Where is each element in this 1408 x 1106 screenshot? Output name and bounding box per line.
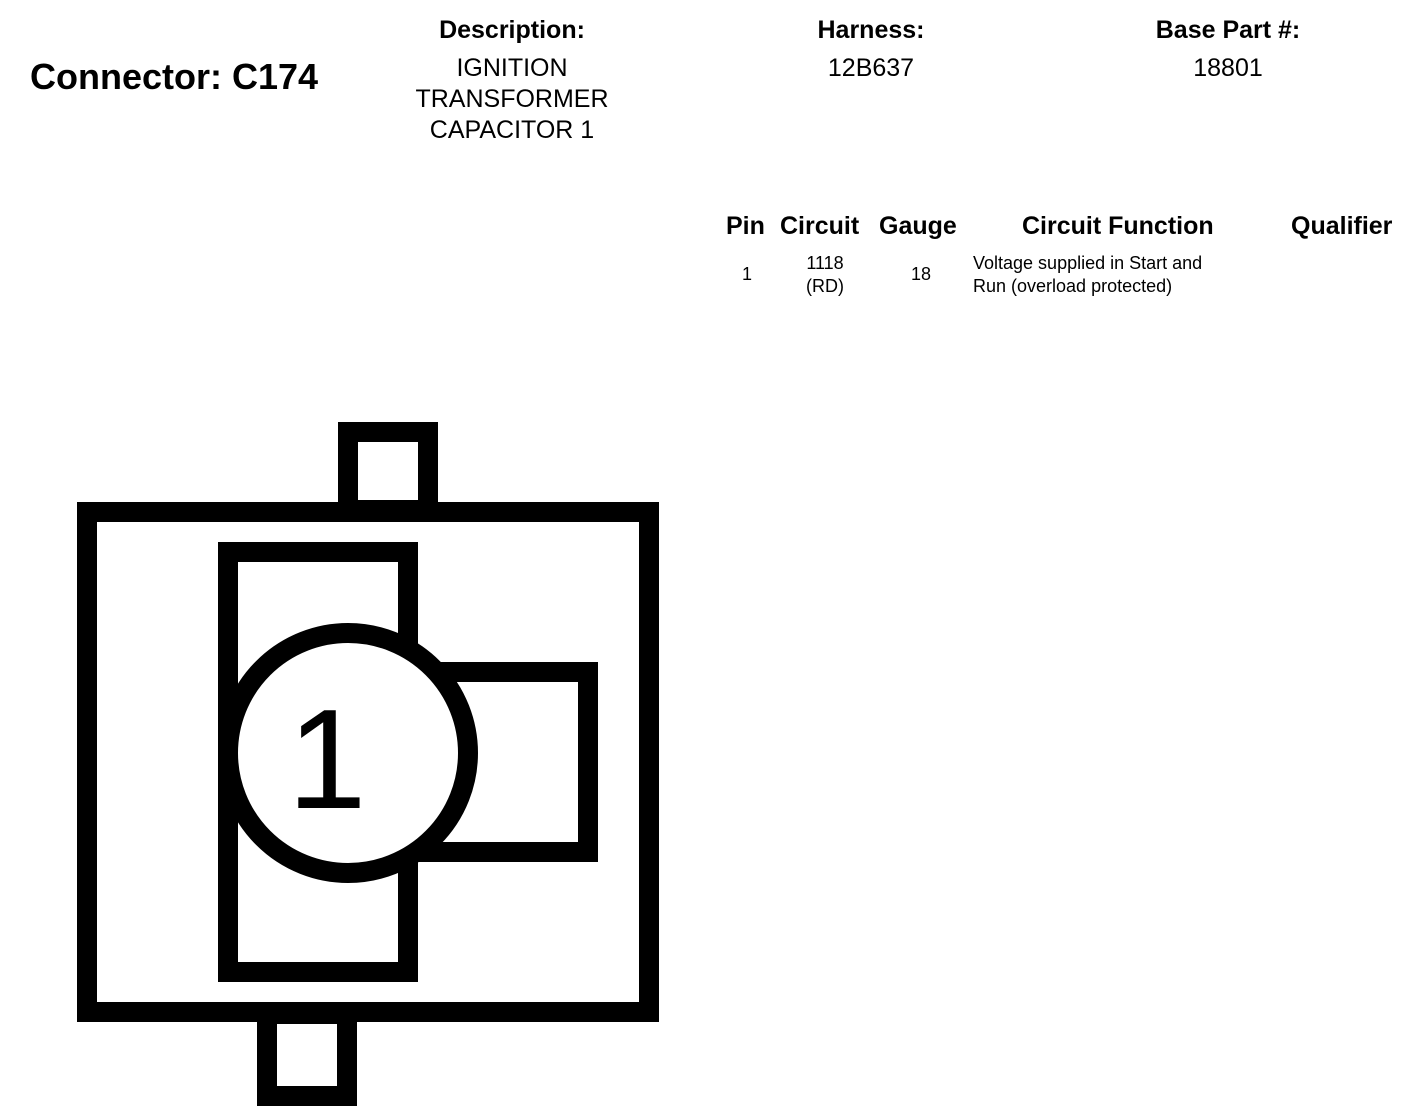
base-part-label: Base Part #: xyxy=(1155,16,1301,44)
top-latch-tab xyxy=(338,422,438,520)
description-line: CAPACITOR 1 xyxy=(429,116,595,144)
circuit-column-header: Circuit xyxy=(780,212,860,240)
base-part-value: 18801 xyxy=(1193,54,1263,82)
circuit-cell: 1118 (RD) xyxy=(790,252,860,298)
function-line: Run (overload protected) xyxy=(973,276,1173,296)
pin-number-label: 1 xyxy=(288,680,367,839)
connector-title: Connector: C174 xyxy=(30,56,319,97)
pin-column-header: Pin xyxy=(726,212,765,240)
harness-value: 12B637 xyxy=(827,54,915,82)
qualifier-column-header: Qualifier xyxy=(1291,212,1393,240)
description-line: TRANSFORMER xyxy=(415,85,609,113)
circuit-number: 1118 xyxy=(806,253,844,273)
description-column: Description: IGNITION TRANSFORMER CAPACI… xyxy=(362,15,662,146)
harness-label: Harness: xyxy=(817,16,925,44)
function-column-header: Circuit Function xyxy=(1022,212,1214,240)
function-line: Voltage supplied in Start and xyxy=(973,253,1203,273)
description-line: IGNITION xyxy=(456,54,568,82)
base-part-column: Base Part #: 18801 xyxy=(1128,15,1328,84)
bottom-latch-tab xyxy=(257,1004,357,1106)
function-cell: Voltage supplied in Start and Run (overl… xyxy=(973,252,1202,298)
connector-housing xyxy=(77,502,659,1022)
harness-column: Harness: 12B637 xyxy=(771,15,971,84)
description-label: Description: xyxy=(439,16,585,44)
description-value: IGNITION TRANSFORMER CAPACITOR 1 xyxy=(362,53,662,146)
pin-circle xyxy=(218,623,478,883)
pin-cell: 1 xyxy=(742,264,753,284)
gauge-cell: 18 xyxy=(911,264,932,284)
circuit-color: (RD) xyxy=(806,276,844,296)
gauge-column-header: Gauge xyxy=(879,212,957,240)
